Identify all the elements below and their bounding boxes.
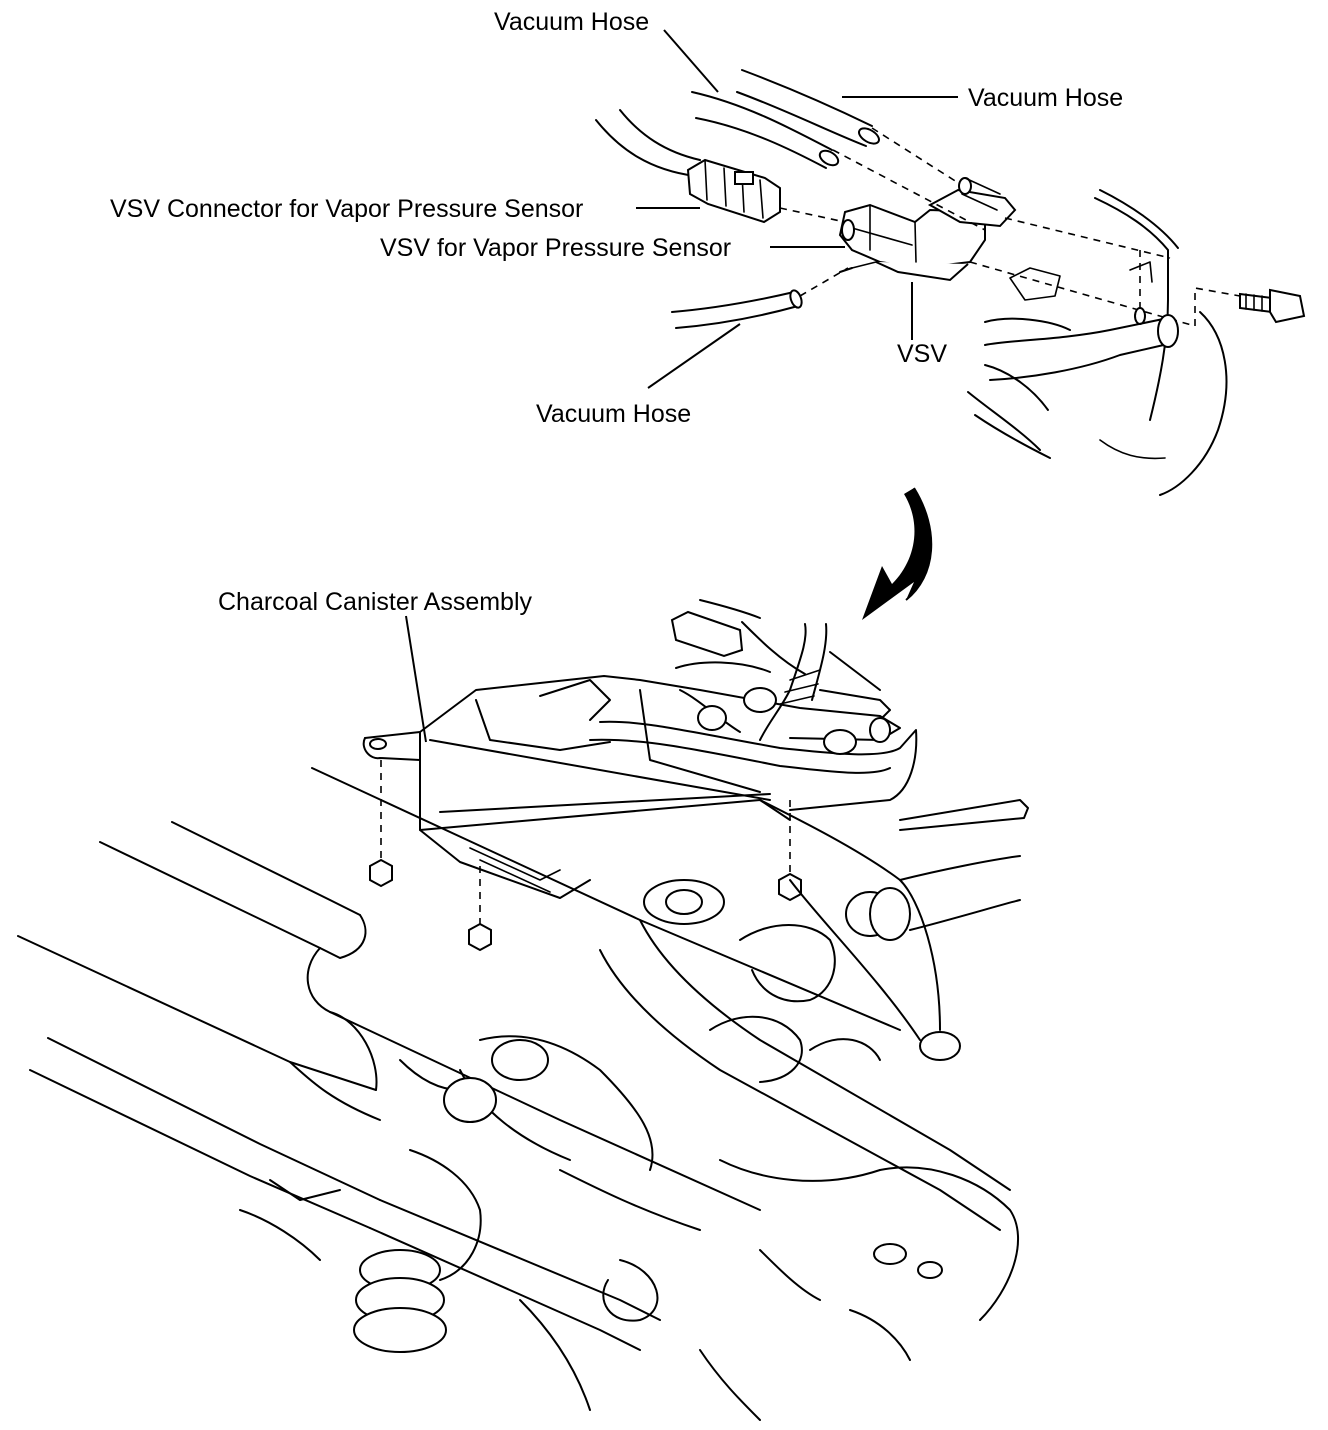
vacuum-hose-lower-part	[671, 289, 803, 329]
vacuum-hose-upper	[691, 91, 840, 169]
label-vsv-connector: VSV Connector for Vapor Pressure Sensor	[110, 195, 583, 223]
vsv-body-part	[838, 177, 1017, 282]
canister-leader	[405, 615, 427, 743]
vsv-connector-part	[686, 158, 781, 224]
engine-details	[239, 879, 1019, 1421]
vsv-detail-view	[595, 69, 1306, 496]
label-vsv: VSV	[897, 340, 947, 368]
label-charcoal-canister: Charcoal Canister Assembly	[218, 588, 533, 616]
crossmember-part	[759, 799, 1029, 1061]
label-vacuum-hose-right: Vacuum Hose	[968, 84, 1123, 112]
vacuum-hose-right-part	[736, 69, 880, 147]
label-vacuum-hose-bottom: Vacuum Hose	[536, 400, 691, 428]
body-panel-part	[967, 189, 1228, 496]
charcoal-canister-part	[362, 599, 918, 899]
frame-rails	[17, 767, 1011, 1351]
label-vsv-for-sensor: VSV for Vapor Pressure Sensor	[380, 234, 731, 262]
alignment-lines	[779, 127, 1241, 327]
label-vacuum-hose-top: Vacuum Hose	[494, 8, 649, 36]
top-leaders	[636, 29, 958, 389]
transition-arrow	[862, 487, 933, 620]
undercarriage-view	[17, 599, 1029, 1421]
bolt-part	[1239, 288, 1306, 324]
mounting-nuts	[369, 760, 802, 952]
